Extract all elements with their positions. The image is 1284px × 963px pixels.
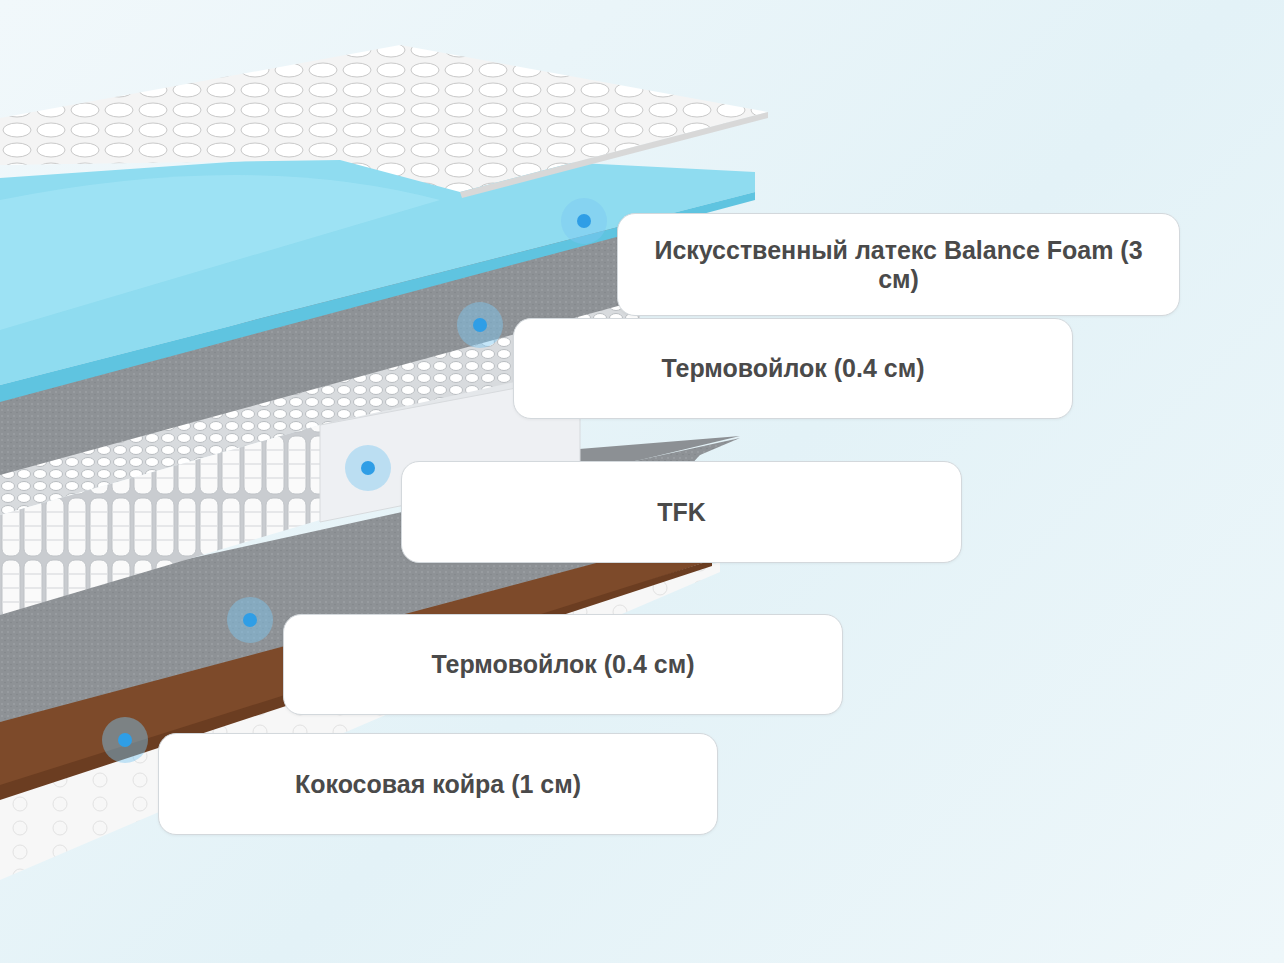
latex-foam-shade (0, 175, 440, 330)
callout-box: Искусственный латекс Balance Foam (3 см) (617, 213, 1180, 316)
layer-label: Искусственный латекс Balance Foam (3 см) (642, 236, 1155, 294)
callout-dot (243, 613, 257, 627)
callout-halo (561, 198, 607, 244)
callout-box: Термовойлок (0.4 см) (513, 318, 1073, 419)
callout-halo (457, 302, 503, 348)
callout-halo (102, 717, 148, 763)
layer-label: Термовойлок (0.4 см) (661, 354, 924, 383)
callout-halo (227, 597, 273, 643)
callout-box: Термовойлок (0.4 см) (283, 614, 843, 715)
layer-label: Кокосовая койра (1 см) (295, 770, 581, 799)
quilted-cover (0, 45, 768, 192)
callout-dot (473, 318, 487, 332)
callout-box: TFK (401, 461, 962, 563)
callout-dot (361, 461, 375, 475)
layer-label: Термовойлок (0.4 см) (431, 650, 694, 679)
callout-dot (118, 733, 132, 747)
callout-dot (577, 214, 591, 228)
callout-halo (345, 445, 391, 491)
callout-box: Кокосовая койра (1 см) (158, 733, 718, 835)
layer-label: TFK (657, 498, 706, 527)
quilted-cover-edge (460, 112, 768, 198)
